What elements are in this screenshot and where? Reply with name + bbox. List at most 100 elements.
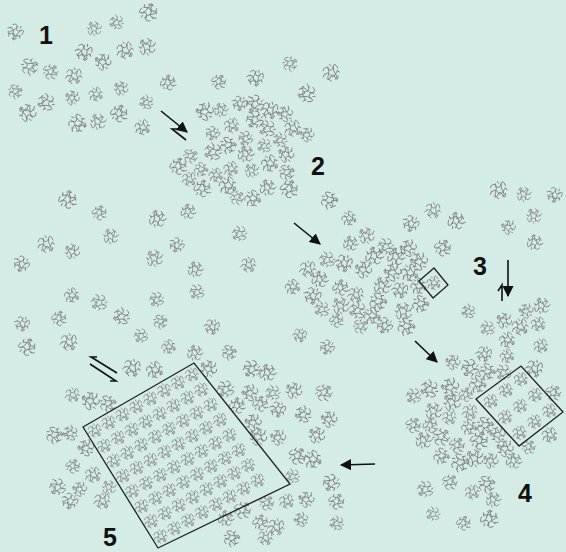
protein-molecule bbox=[102, 480, 116, 494]
protein-molecule bbox=[275, 103, 296, 124]
forward-harpoon bbox=[90, 364, 116, 381]
protein-molecule bbox=[97, 393, 118, 414]
protein-molecule bbox=[454, 514, 474, 534]
protein-molecule bbox=[239, 381, 261, 403]
protein-molecule bbox=[257, 138, 272, 153]
protein-molecule bbox=[115, 40, 135, 60]
protein-molecule bbox=[516, 187, 531, 202]
protein-molecule bbox=[65, 67, 83, 85]
protein-molecule bbox=[292, 510, 311, 529]
protein-molecule bbox=[166, 459, 182, 475]
protein-molecule bbox=[443, 352, 463, 372]
protein-molecule bbox=[133, 437, 149, 453]
protein-molecule bbox=[217, 450, 233, 466]
protein-molecule bbox=[170, 375, 186, 391]
protein-molecule bbox=[419, 378, 441, 400]
protein-molecule bbox=[194, 505, 210, 521]
stage-number: 5 bbox=[100, 524, 120, 551]
protein-molecule bbox=[293, 403, 314, 424]
protein-molecule bbox=[208, 435, 224, 451]
protein-molecule bbox=[188, 283, 205, 300]
protein-molecule bbox=[70, 479, 90, 499]
protein-molecule bbox=[462, 404, 477, 419]
protein-molecule bbox=[424, 202, 441, 219]
protein-molecule bbox=[75, 436, 97, 458]
protein-molecule bbox=[352, 258, 374, 280]
protein-molecule bbox=[445, 210, 468, 233]
protein-molecule bbox=[512, 398, 529, 415]
protein-molecule bbox=[133, 327, 150, 344]
protein-molecule bbox=[448, 451, 472, 475]
reverse-harpoon bbox=[498, 285, 502, 301]
protein-molecule bbox=[156, 383, 172, 399]
protein-molecule bbox=[64, 457, 83, 476]
protein-molecule bbox=[61, 423, 80, 442]
protein-molecule bbox=[244, 67, 266, 89]
protein-molecule bbox=[348, 300, 368, 320]
protein-molecule bbox=[244, 108, 266, 130]
protein-molecule bbox=[161, 482, 177, 498]
protein-molecule bbox=[48, 477, 68, 497]
protein-molecule bbox=[185, 489, 201, 505]
protein-molecule bbox=[523, 357, 545, 379]
protein-molecule bbox=[231, 442, 247, 458]
protein-molecule bbox=[185, 343, 204, 362]
protein-molecule bbox=[347, 286, 365, 304]
protein-molecule bbox=[191, 160, 210, 179]
protein-molecule bbox=[189, 405, 205, 421]
protein-molecule bbox=[94, 493, 111, 510]
protein-molecule bbox=[92, 51, 114, 73]
protein-molecule bbox=[504, 451, 525, 472]
protein-molecule bbox=[230, 191, 244, 205]
protein-molecule bbox=[529, 315, 547, 333]
protein-molecule bbox=[209, 73, 228, 92]
protein-molecule bbox=[267, 517, 286, 536]
protein-molecule bbox=[62, 286, 82, 306]
protein-molecule bbox=[301, 284, 324, 307]
protein-molecule bbox=[157, 505, 173, 521]
reaction-arrow bbox=[341, 464, 375, 465]
protein-molecule bbox=[277, 163, 296, 182]
protein-molecule bbox=[138, 475, 154, 491]
protein-molecule bbox=[328, 515, 345, 532]
protein-molecule bbox=[432, 237, 454, 259]
protein-molecule bbox=[113, 80, 130, 97]
protein-molecule bbox=[108, 102, 132, 126]
protein-molecule bbox=[193, 99, 217, 123]
protein-molecule bbox=[217, 134, 239, 156]
protein-molecule bbox=[425, 403, 442, 420]
protein-molecule bbox=[497, 330, 517, 350]
protein-molecule bbox=[147, 429, 163, 445]
protein-molecule bbox=[4, 21, 26, 43]
protein-molecule bbox=[398, 262, 421, 285]
protein-molecule bbox=[59, 333, 77, 351]
protein-molecule bbox=[49, 309, 69, 329]
protein-molecule bbox=[430, 445, 452, 467]
protein-molecule bbox=[103, 228, 120, 245]
protein-molecule bbox=[222, 116, 240, 134]
protein-molecule bbox=[257, 529, 273, 545]
protein-molecule bbox=[425, 274, 443, 292]
protein-molecule bbox=[414, 431, 433, 450]
reaction-arrow bbox=[507, 260, 509, 296]
protein-molecule bbox=[459, 357, 481, 379]
protein-molecule bbox=[330, 277, 352, 299]
protein-molecule bbox=[257, 362, 278, 383]
stage-number: 2 bbox=[308, 153, 328, 180]
protein-molecule bbox=[497, 382, 514, 399]
reverse-harpoon bbox=[172, 129, 186, 140]
protein-molecule bbox=[189, 466, 205, 482]
protein-molecule bbox=[284, 381, 304, 401]
protein-molecule bbox=[167, 235, 187, 255]
crystal-frame bbox=[83, 363, 290, 548]
protein-molecule bbox=[17, 101, 39, 123]
protein-molecule bbox=[221, 427, 237, 443]
protein-molecule bbox=[541, 402, 558, 419]
protein-molecule bbox=[148, 490, 164, 506]
protein-molecule bbox=[16, 336, 39, 359]
protein-molecule bbox=[203, 458, 219, 474]
protein-molecule bbox=[152, 406, 168, 422]
protein-molecule bbox=[409, 293, 432, 316]
protein-molecule bbox=[184, 367, 200, 383]
protein-molecule bbox=[137, 1, 161, 25]
